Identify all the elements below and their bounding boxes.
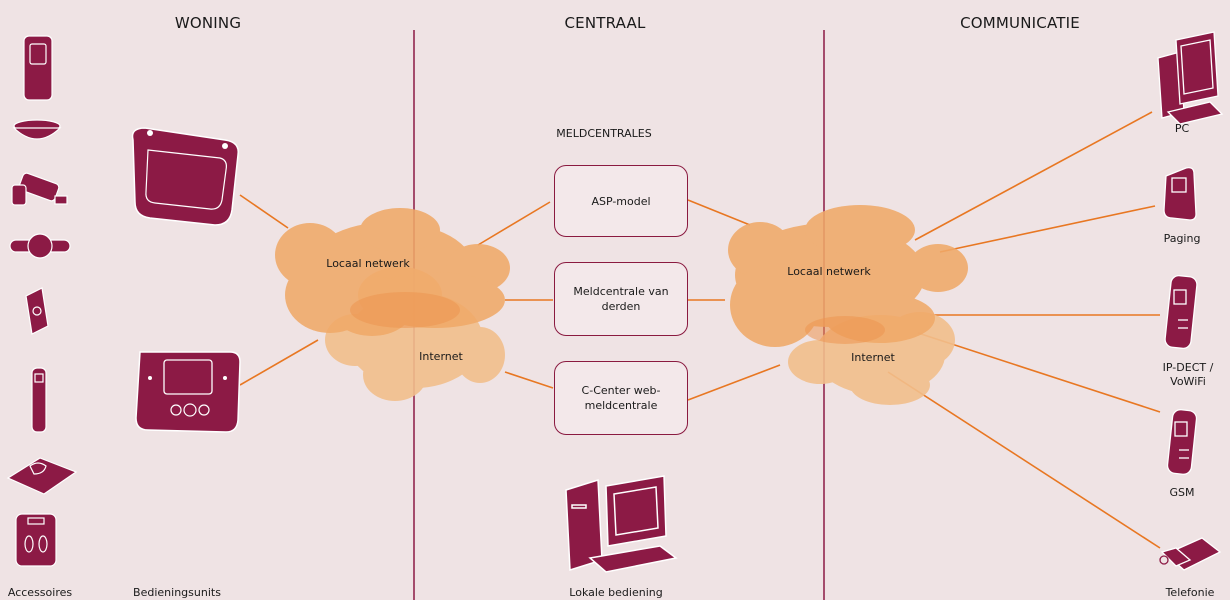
meldcentrales-title: MELDCENTRALES	[556, 127, 652, 140]
cloud-label-locaal-left: Locaal netwerk	[326, 257, 410, 270]
camera-icon	[11, 172, 68, 206]
connection-lines	[239, 111, 1161, 549]
bedieningsunits-label: Bedieningsunits	[133, 586, 221, 599]
accessoires-label: Accessoires	[7, 586, 73, 599]
comm-label-telefonie: Telefonie	[1165, 586, 1215, 599]
comm-label-paging: Paging	[1163, 232, 1201, 245]
cloud-overlap	[350, 292, 885, 344]
comm-label-ip-dect: IP-DECT / VoWiFi	[1162, 361, 1214, 388]
comm-label-pc: PC	[1174, 122, 1190, 135]
pc-icon	[1157, 31, 1224, 125]
accessoires-icons	[6, 35, 78, 567]
control-panel-icon	[135, 351, 241, 433]
dect-phone-icon	[1164, 274, 1198, 350]
pendant-icon	[31, 367, 47, 433]
wall-sensor-icon	[23, 35, 53, 101]
floor-mat-icon	[6, 457, 78, 495]
wristband-icon	[9, 233, 71, 259]
cloud-label-internet-left: Internet	[419, 350, 463, 363]
box-meldcentrale-derden: Meldcentrale van derden	[554, 262, 688, 336]
comm-label-gsm: GSM	[1169, 486, 1195, 499]
scale-icon	[15, 513, 57, 567]
box-asp-model: ASP-model	[554, 165, 688, 237]
cloud-locaal-right	[728, 205, 968, 347]
cloud-label-locaal-right: Locaal netwerk	[787, 265, 871, 278]
header-woning: WONING	[174, 14, 242, 32]
pager-icon	[1163, 166, 1197, 221]
smoke-detector-icon	[12, 119, 62, 140]
base-station-icon	[131, 127, 239, 226]
cloud-label-internet-right: Internet	[851, 351, 895, 364]
door-sensor-icon	[25, 287, 49, 335]
box-c-center: C-Center web-meldcentrale	[554, 361, 688, 435]
lokale-bediening-label: Lokale bediening	[569, 586, 663, 599]
telephone-icon	[1159, 537, 1222, 571]
mobile-phone-icon	[1166, 409, 1198, 475]
header-communicatie: COMMUNICATIE	[960, 14, 1080, 32]
computer-icon	[565, 475, 678, 573]
header-centraal: CENTRAAL	[564, 14, 646, 32]
